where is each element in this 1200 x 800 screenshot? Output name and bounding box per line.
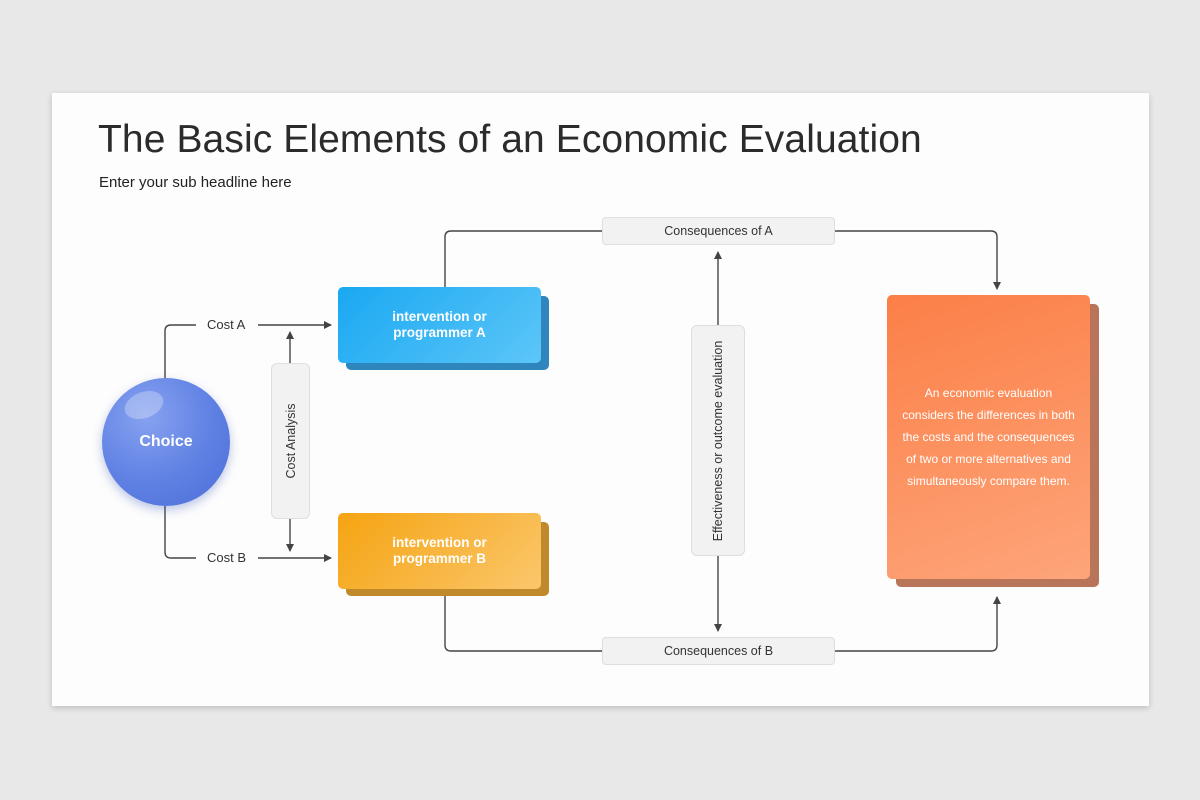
choice-to-cost-b-line (164, 506, 196, 559)
effectiveness-pill: Effectiveness or outcome evaluation (691, 325, 745, 556)
choice-label: Choice (139, 433, 193, 450)
choice-gloss (120, 385, 168, 425)
cost-a-label: Cost A (203, 317, 250, 333)
description-text: An economic evaluation considers the dif… (902, 386, 1075, 488)
consequences-a-to-card-line (834, 230, 1001, 290)
card-b-to-consequences-line (444, 596, 602, 652)
card-a-to-consequences-line (444, 230, 602, 287)
cost-analysis-label: Cost Analysis (283, 403, 298, 479)
choice-to-cost-a-line (164, 324, 196, 378)
program-a-label: intervention or programmer A (392, 309, 487, 340)
description-card: An economic evaluation considers the dif… (887, 295, 1090, 579)
program-b-label: intervention or programmer B (392, 535, 487, 566)
effectiveness-label: Effectiveness or outcome evaluation (711, 340, 725, 541)
page-title: The Basic Elements of an Economic Evalua… (98, 118, 922, 161)
program-a-card: intervention or programmer A (338, 287, 541, 363)
consequences-b-to-card-line (834, 596, 1001, 652)
page-subtitle: Enter your sub headline here (99, 174, 292, 191)
cost-b-label: Cost B (203, 550, 251, 566)
cost-analysis-pill: Cost Analysis (271, 363, 310, 519)
consequences-b-pill: Consequences of B (602, 637, 835, 665)
consequences-a-pill: Consequences of A (602, 217, 835, 245)
program-b-card: intervention or programmer B (338, 513, 541, 589)
choice-circle: Choice (102, 378, 230, 506)
